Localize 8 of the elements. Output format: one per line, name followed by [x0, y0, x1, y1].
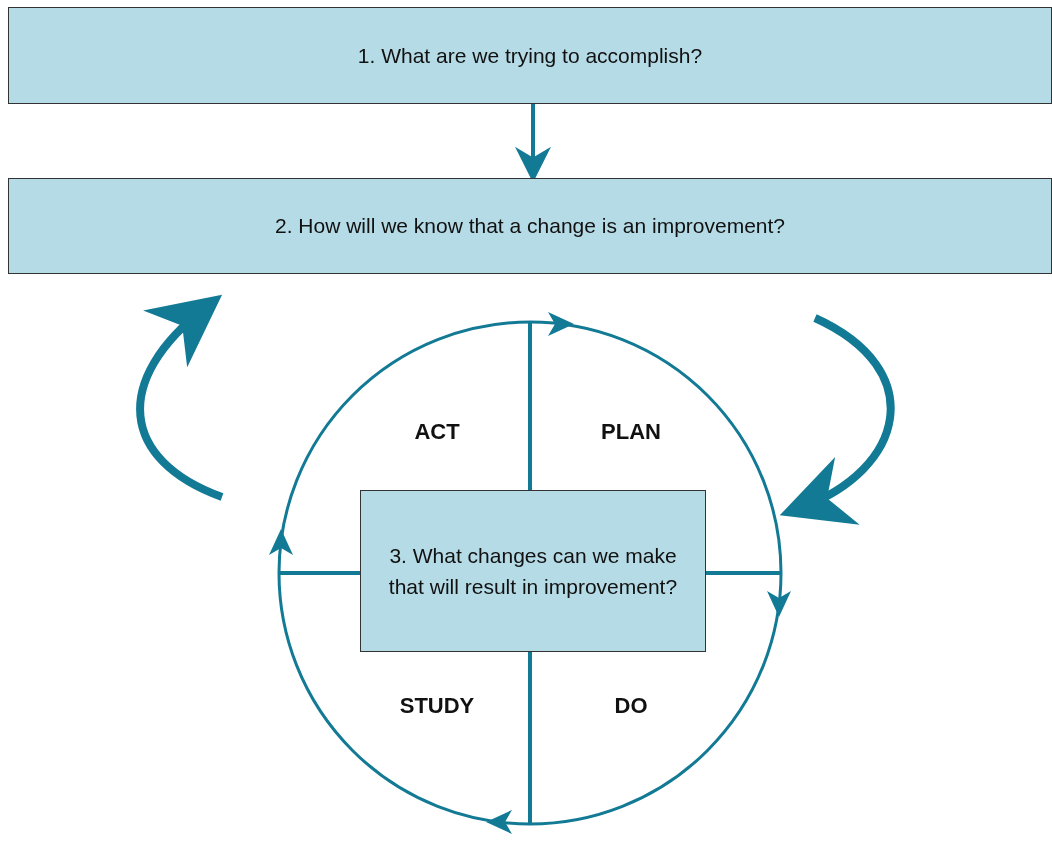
question-box: 3. What changes can we make that will result in improvement? — [360, 490, 706, 652]
quadrant-label: STUDY — [399, 693, 475, 719]
quadrant-label: DO — [614, 693, 648, 719]
question-box: 2. How will we know that a change is an improvement? — [8, 178, 1052, 274]
question-box: 1. What are we trying to accomplish? — [8, 7, 1052, 104]
quadrant-label: PLAN — [601, 419, 661, 445]
quadrant-label: ACT — [414, 419, 460, 445]
curved-arrow — [136, 293, 224, 501]
